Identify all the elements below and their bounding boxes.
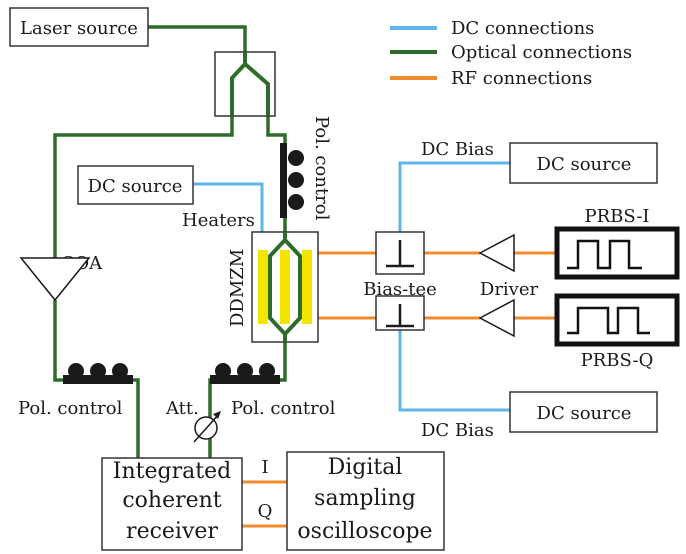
- out-i-label: I: [261, 457, 268, 478]
- prbs-q-label: PRBS-Q: [581, 350, 654, 371]
- laser-source: Laser source: [9, 7, 149, 47]
- prbs-i-label: PRBS-I: [584, 206, 649, 227]
- dc-bias-top-line: [398, 161, 510, 232]
- dc-bias-top-label: DC Bias: [421, 139, 494, 160]
- legend-label-optical: Optical connections: [451, 42, 632, 63]
- prbs-i-waveform: [567, 239, 642, 270]
- attenuator: [193, 411, 221, 443]
- pol-control-left-label: Pol. control: [18, 398, 123, 419]
- scope-line3: oscilloscope: [297, 519, 432, 544]
- receiver-line1: Integrated: [113, 459, 231, 484]
- dc-bias-bottom-line: [398, 330, 510, 412]
- laser-source-label: Laser source: [20, 18, 138, 39]
- receiver-line3: receiver: [126, 519, 218, 544]
- mzm-waveguide: [268, 232, 302, 342]
- dc-connections: [193, 161, 510, 412]
- driver-label: Driver: [480, 279, 539, 300]
- heaters-label: Heaters: [182, 210, 255, 231]
- pol-control-top-label: Pol. control: [311, 116, 332, 221]
- dc-source-top: DC source: [509, 142, 658, 184]
- bias-tee-label: Bias-tee: [363, 279, 437, 300]
- splitter-waveguide: [230, 52, 270, 116]
- bias-tee-i: [375, 231, 425, 275]
- prbs-i-generator: [554, 226, 680, 280]
- scope-line1: Digital: [328, 455, 403, 480]
- pol-controller-top: [280, 143, 304, 218]
- dc-source-bottom: DC source: [509, 391, 658, 433]
- prbs-q-generator: [554, 293, 680, 347]
- heater-center: [280, 250, 290, 324]
- optical-splitter-to-soa: [53, 116, 234, 258]
- receiver-line2: coherent: [122, 488, 221, 513]
- splitter: [214, 51, 276, 117]
- legend-label-rf: RF connections: [451, 68, 592, 89]
- att-label: Att.: [165, 398, 199, 419]
- rf-connections: [242, 251, 557, 528]
- dc-bias-bottom-label: DC Bias: [421, 420, 494, 441]
- dc-source-top-label: DC source: [537, 154, 632, 175]
- heater-left: [258, 250, 268, 324]
- legend: DC connections Optical connections RF co…: [390, 18, 632, 89]
- ddmzm-modulator: [251, 231, 319, 343]
- heater-right: [302, 250, 312, 324]
- bias-tee-q: [375, 295, 425, 331]
- scope-line2: sampling: [314, 486, 416, 511]
- ddmzm-label: DDMZM: [227, 249, 248, 327]
- sampling-oscilloscope: Digital sampling oscilloscope: [286, 451, 445, 551]
- driver-i: [478, 233, 515, 273]
- pol-control-mid-label: Pol. control: [231, 398, 336, 419]
- dc-source-left-label: DC source: [88, 176, 183, 197]
- soa-amplifier: [19, 257, 91, 302]
- coherent-receiver: Integrated coherent receiver: [101, 457, 243, 551]
- pol-controller-left: [63, 363, 133, 384]
- dc-source-heaters: DC source: [77, 165, 194, 205]
- dc-heaters-line: [193, 182, 264, 232]
- dc-source-bottom-label: DC source: [537, 403, 632, 424]
- prbs-q-waveform: [567, 306, 650, 335]
- optical-laser-to-splitter: [148, 25, 247, 52]
- out-q-label: Q: [258, 501, 273, 522]
- pol-controller-mid: [210, 363, 280, 384]
- driver-q: [478, 298, 515, 338]
- legend-label-dc: DC connections: [451, 18, 594, 39]
